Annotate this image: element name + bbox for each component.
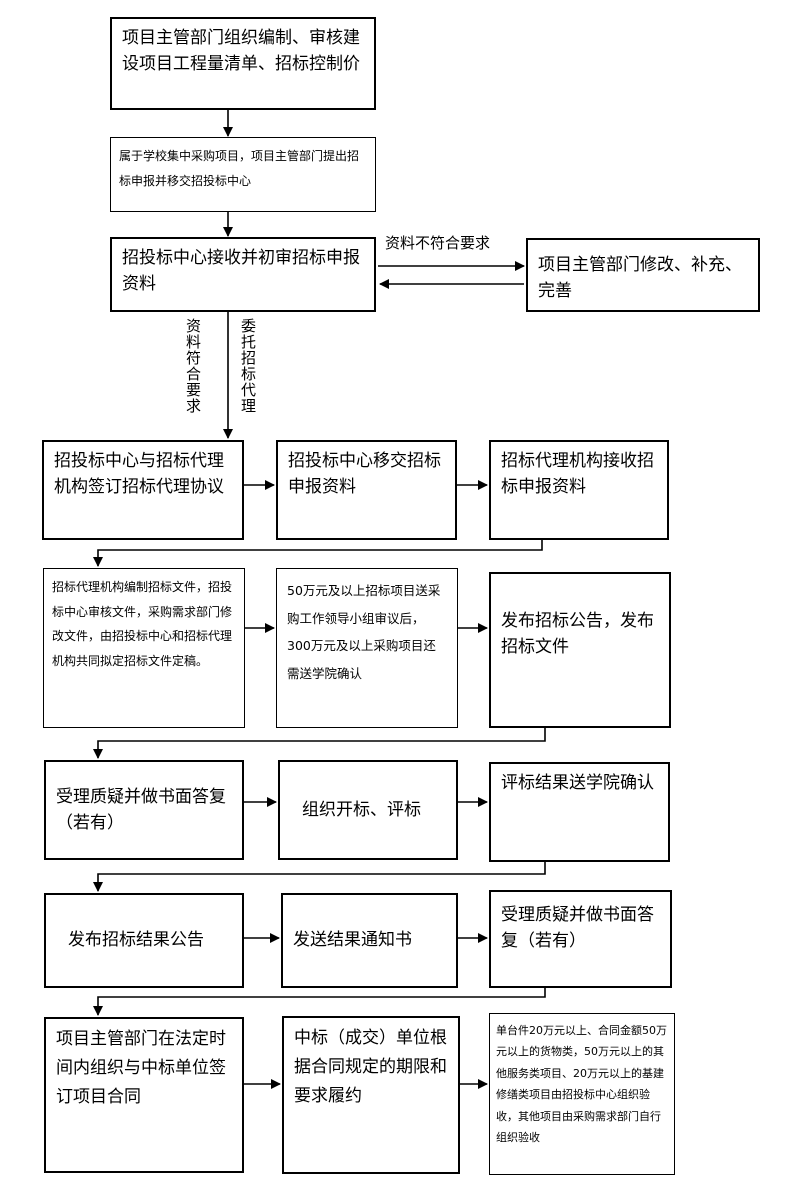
label-delegate-agency: 委托招标代理 — [239, 318, 257, 414]
step-b15-send-notice: 发送结果通知书 — [281, 893, 458, 988]
arrow-b16-b17 — [93, 988, 546, 1016]
arrow-b10-b11 — [93, 728, 546, 759]
step-b19-acceptance: 单台件20万元以上、合同金额50万元以上的货物类，50万元以上的其他服务类项目、… — [489, 1013, 675, 1175]
step-b14-publish-results: 发布招标结果公告 — [44, 893, 244, 988]
step-b17-sign-contract: 项目主管部门在法定时间内组织与中标单位签订项目合同 — [44, 1017, 244, 1173]
step-b13-send-results: 评标结果送学院确认 — [489, 762, 670, 862]
label-materials-ok: 资料符合要求 — [184, 318, 202, 414]
step-b9-leadership-review: 50万元及以上招标项目送采购工作领导小组审议后，300万元及以上采购项目还需送学… — [276, 568, 458, 728]
step-b4-revise-materials: 项目主管部门修改、补充、完善 — [526, 238, 760, 312]
step-b8-draft-documents: 招标代理机构编制招标文件，招投标中心审核文件，采购需求部门修改文件，由招投标中心… — [43, 568, 245, 728]
step-b5-sign-agency-agreement: 招投标中心与招标代理机构签订招标代理协议 — [42, 440, 244, 540]
step-b10-publish-notice: 发布招标公告，发布招标文件 — [489, 572, 671, 728]
step-b18-perform-contract: 中标（成交）单位根据合同规定的期限和要求履约 — [282, 1016, 460, 1174]
step-b2-submit-application: 属于学校集中采购项目，项目主管部门提出招标申报并移交招投标中心 — [110, 137, 376, 212]
step-b7-agency-receive: 招标代理机构接收招标申报资料 — [489, 440, 669, 540]
arrow-b13-b14 — [93, 862, 546, 892]
step-b16-handle-queries: 受理质疑并做书面答复（若有） — [489, 890, 672, 988]
step-b1-compile-bill: 项目主管部门组织编制、审核建设项目工程量清单、招标控制价 — [110, 17, 376, 110]
step-b6-transfer-materials: 招投标中心移交招标申报资料 — [276, 440, 457, 540]
step-b12-open-evaluate: 组织开标、评标 — [278, 760, 458, 860]
step-b11-handle-queries: 受理质疑并做书面答复（若有） — [44, 760, 244, 860]
step-b3-receive-review: 招投标中心接收并初审招标申报资料 — [110, 237, 376, 312]
label-materials-not-ok: 资料不符合要求 — [385, 234, 491, 252]
arrow-b7-b8 — [93, 540, 543, 567]
